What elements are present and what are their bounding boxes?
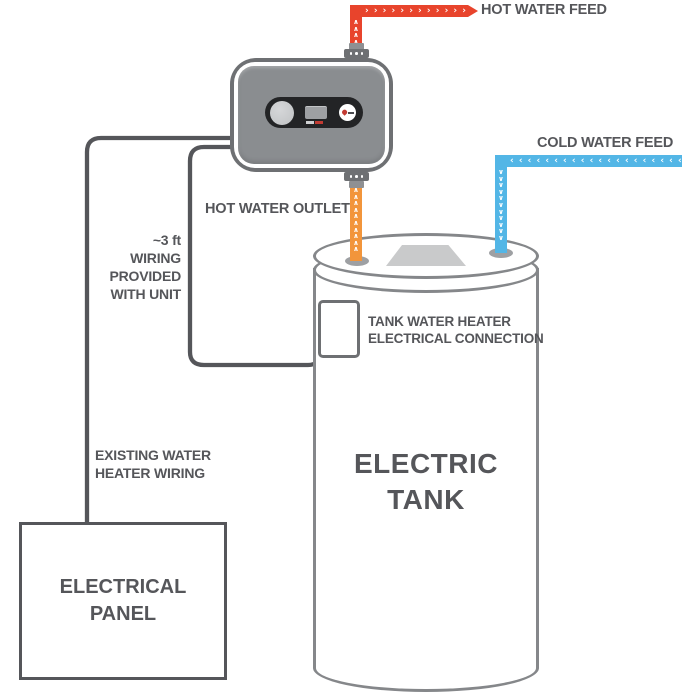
hot-water-outlet-label: HOT WATER OUTLET	[205, 201, 350, 217]
existing-wiring-label: EXISTING WATER HEATER WIRING	[95, 447, 211, 482]
temperature-knob	[270, 100, 294, 125]
hot-water-outlet-pipe: ∧ ∧ ∧ ∧ ∧ ∧ ∧ ∧ ∧ ∧	[350, 187, 362, 261]
booster-unit	[230, 58, 393, 172]
top-pipe-collar	[349, 43, 364, 50]
wiring-note-line1: ~3 ft	[152, 232, 181, 248]
cold-feed-entry-collar	[489, 248, 513, 258]
brand-wordmark	[347, 111, 354, 114]
brand-flame-icon	[340, 109, 347, 116]
autobooster-mark	[306, 121, 323, 124]
booster-unit-ring	[234, 62, 389, 168]
existing-wiring-line1: EXISTING WATER	[95, 447, 211, 463]
existing-wiring-line2: HEATER WIRING	[95, 464, 205, 481]
wiring-note-line3: PROVIDED	[109, 268, 181, 284]
unit-display	[305, 106, 327, 119]
electrical-panel-box: ELECTRICAL PANEL	[19, 522, 227, 680]
hot-water-feed-pipe-horizontal: › › › › › › › › › › › › › › › ›	[350, 5, 468, 17]
bottom-pipe-collar	[349, 181, 364, 188]
wiring-note-line4: WITH UNIT	[110, 286, 181, 302]
cold-water-feed-pipe-vertical: ∨ ∨ ∨ ∨ ∨ ∨ ∨ ∨ ∨ ∨ ∨	[495, 155, 507, 253]
flow-chevrons-down: ∨ ∨ ∨ ∨ ∨ ∨ ∨ ∨ ∨ ∨ ∨	[498, 168, 504, 242]
flow-chevrons-up: ∧ ∧ ∧ ∧ ∧ ∧ ∧ ∧ ∧ ∧	[353, 187, 359, 254]
wiring-note-line2: WIRING	[130, 250, 181, 266]
flow-chevrons-left: ‹ ‹ ‹ ‹ ‹ ‹ ‹ ‹ ‹ ‹ ‹ ‹ ‹ ‹ ‹ ‹ ‹ ‹ ‹ ‹ …	[510, 156, 682, 166]
electrical-panel-line2: PANEL	[89, 603, 157, 625]
brand-logo	[339, 104, 356, 121]
top-pipe-nut	[344, 49, 369, 58]
control-panel	[265, 97, 363, 128]
tank-label-plate	[386, 245, 466, 266]
booster-unit-body	[238, 66, 385, 164]
hot-outlet-entry-collar	[345, 256, 369, 266]
tank-connection-label: TANK WATER HEATER ELECTRICAL CONNECTION	[368, 313, 544, 347]
tank-electrical-connection-box	[318, 300, 360, 358]
flow-chevrons-right: › › › › › › › › › › › › › › › ›	[365, 6, 467, 16]
tank-connection-line2: ELECTRICAL CONNECTION	[368, 331, 544, 346]
hot-water-feed-arrow-tip	[468, 5, 478, 17]
bottom-pipe-nut	[344, 172, 369, 181]
electrical-panel-line1: ELECTRICAL	[59, 576, 187, 598]
flow-chevrons-up: ∧ ∧ ∧ ∧ ∧	[353, 18, 359, 43]
cold-water-feed-pipe-horizontal: ‹ ‹ ‹ ‹ ‹ ‹ ‹ ‹ ‹ ‹ ‹ ‹ ‹ ‹ ‹ ‹ ‹ ‹ ‹ ‹ …	[495, 155, 682, 167]
electric-tank-line2: TANK	[387, 484, 465, 515]
electric-tank-label: ELECTRIC TANK	[313, 446, 539, 518]
existing-wiring-line	[84, 135, 234, 522]
cold-water-feed-label: COLD WATER FEED	[537, 135, 674, 151]
tank-connection-line1: TANK WATER HEATER	[368, 314, 511, 329]
provided-wiring-line	[187, 144, 323, 368]
electric-tank-line1: ELECTRIC	[354, 448, 498, 479]
hot-water-feed-label: HOT WATER FEED	[481, 2, 607, 18]
electrical-panel-label: ELECTRICAL PANEL	[60, 574, 187, 628]
wiring-note-label: ~3 ft WIRING PROVIDED WITH UNIT	[109, 231, 181, 303]
